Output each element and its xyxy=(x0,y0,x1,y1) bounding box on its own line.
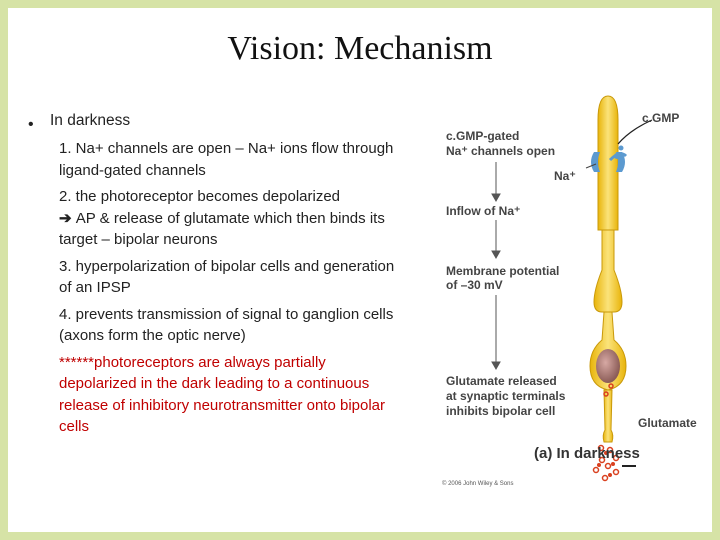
label-glut-2: at synaptic terminals xyxy=(446,389,566,403)
label-glut-1: Glutamate released xyxy=(446,374,557,388)
bullet-heading: In darkness xyxy=(50,112,131,129)
axon xyxy=(602,389,614,443)
point-2b: ➔ AP & release of glutamate which then b… xyxy=(59,208,404,251)
point-4: 4. prevents transmission of signal to ga… xyxy=(59,305,394,345)
glutamate-icon xyxy=(592,383,620,482)
photoreceptor-diagram xyxy=(491,95,653,482)
slide: Vision: Mechanism • In darkness 1. Na+ c… xyxy=(8,8,712,532)
label-inflow: Inflow of Na⁺ xyxy=(446,204,521,218)
label-channels-1: c.GMP-gated xyxy=(446,129,520,143)
cgmp-molecule-icon xyxy=(614,153,620,159)
label-membrane-1: Membrane potential xyxy=(446,264,560,278)
right-arrow-icon: ➔ xyxy=(59,209,76,227)
figure-caption: (a) In darkness xyxy=(534,445,640,462)
point-2b-text: AP & release of glutamate which then bin… xyxy=(59,209,385,249)
nucleus xyxy=(596,349,620,383)
point-2: 2. the photoreceptor becomes depolarized xyxy=(59,188,341,205)
label-glut-3: inhibits bipolar cell xyxy=(446,404,556,418)
label-channels-2: Na⁺ channels open xyxy=(446,144,556,158)
label-membrane-2: of –30 mV xyxy=(446,278,503,292)
figure-copyright: © 2006 John Wiley & Sons xyxy=(442,481,514,487)
bullet-body: 1. Na+ channels are open – Na+ ions flow… xyxy=(59,138,404,443)
slide-title: Vision: Mechanism xyxy=(227,30,493,67)
down-arrow-icon xyxy=(491,162,501,371)
bullet-marker: • xyxy=(28,116,34,133)
point-1: 1. Na+ channels are open – Na+ ions flow… xyxy=(59,140,394,179)
label-cgmp: c.GMP xyxy=(642,111,680,125)
point-3: 3. hyperpolarization of bipolar cells an… xyxy=(59,257,395,297)
outer-segment xyxy=(597,95,619,231)
photoreceptor-figure: c.GMP c.GMP-gated Na⁺ channels open Na⁺ … xyxy=(430,90,712,490)
inner-segment xyxy=(593,229,623,313)
label-glutamate: Glutamate xyxy=(638,416,697,430)
point-note: ******photoreceptors are always partiall… xyxy=(59,353,386,436)
label-na: Na⁺ xyxy=(554,169,576,183)
